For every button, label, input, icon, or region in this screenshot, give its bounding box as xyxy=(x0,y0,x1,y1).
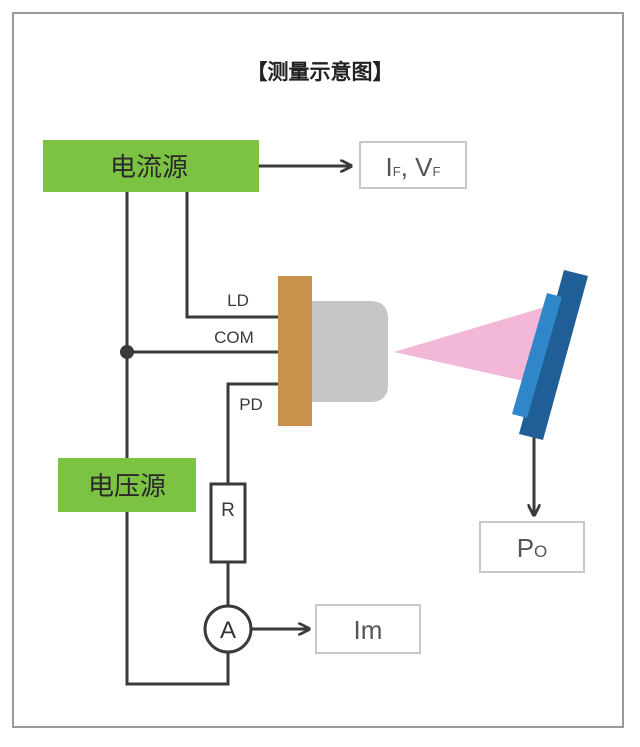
output-im: Im xyxy=(315,604,421,654)
laser-body xyxy=(278,276,312,426)
wire-ld xyxy=(185,190,278,319)
detector-front-plate xyxy=(512,293,562,418)
output-ivf-box xyxy=(359,141,467,189)
ammeter: A xyxy=(203,604,253,654)
output-im-box xyxy=(315,604,421,654)
ivf-i-sub: F xyxy=(393,164,401,179)
voltage-source: 电压源 xyxy=(58,458,196,512)
com-junction-dot xyxy=(120,345,134,359)
ivf-i: I xyxy=(386,152,393,182)
current-source: 电流源 xyxy=(43,140,259,192)
output-im-label: Im xyxy=(354,615,383,645)
photodetector xyxy=(512,270,588,440)
detector-back-plate xyxy=(519,270,588,440)
pin-label-pd: PD xyxy=(239,395,263,414)
output-ivf: IF, VF xyxy=(359,141,467,189)
ivf-sep: , xyxy=(401,152,415,182)
resistor-body xyxy=(209,482,247,564)
laser-cap xyxy=(312,301,388,402)
ammeter-label: A xyxy=(220,617,236,644)
circuit-wires xyxy=(125,166,534,686)
voltage-source-label: 电压源 xyxy=(88,472,166,502)
current-source-box xyxy=(43,140,259,192)
wire-pd xyxy=(226,382,278,484)
pin-label-ld: LD xyxy=(227,291,249,310)
laser-diode xyxy=(278,276,388,426)
current-source-label: 电流源 xyxy=(110,153,188,183)
ivf-v-sub: F xyxy=(433,164,441,179)
po-p: P xyxy=(517,533,534,563)
voltage-source-box xyxy=(58,458,196,512)
ammeter-circle xyxy=(203,604,253,654)
output-po-box xyxy=(479,521,585,573)
resistor-label: R xyxy=(221,500,235,521)
laser-beam xyxy=(394,306,548,382)
ivf-v: V xyxy=(415,152,433,182)
output-ivf-label: IF, VF xyxy=(386,152,441,182)
output-po: PO xyxy=(479,521,585,573)
wire-left-main xyxy=(125,190,230,686)
resistor: R xyxy=(209,482,247,564)
diagram-title: 【测量示意图】 xyxy=(247,60,394,84)
po-sub: O xyxy=(534,542,547,561)
pin-label-com: COM xyxy=(214,328,254,347)
output-po-label: PO xyxy=(517,533,548,563)
